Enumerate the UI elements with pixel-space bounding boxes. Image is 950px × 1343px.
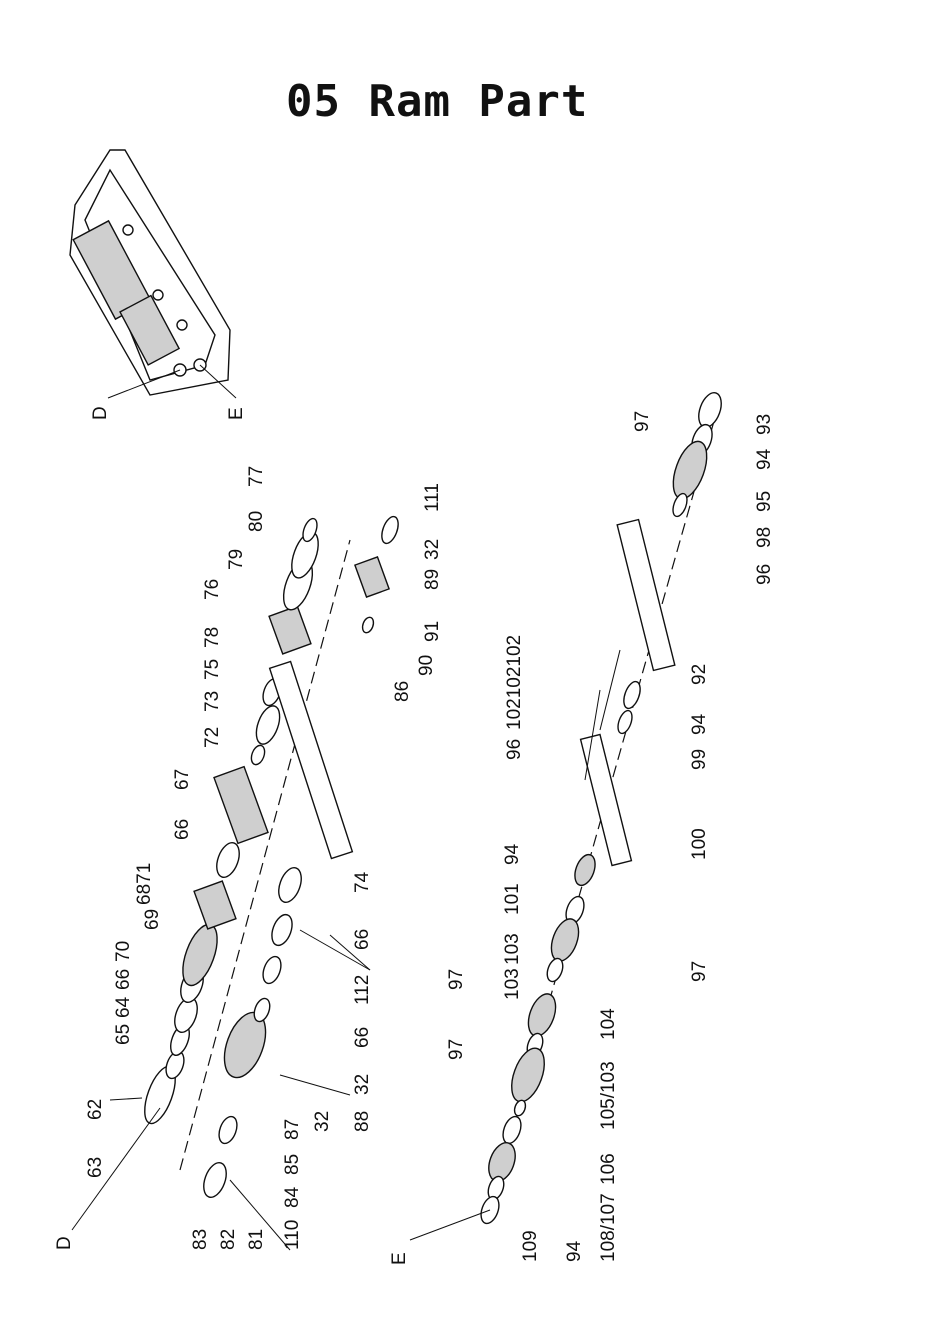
label-6871: 6871 bbox=[134, 863, 155, 905]
label-76: 76 bbox=[202, 579, 223, 600]
label-89: 89 bbox=[422, 569, 443, 590]
label-98: 98 bbox=[754, 527, 775, 548]
label-66-d: 66 bbox=[352, 929, 373, 950]
label-83: 83 bbox=[190, 1229, 211, 1250]
label-82: 82 bbox=[218, 1229, 239, 1250]
label-d: D bbox=[54, 1236, 75, 1250]
label-94-b: 94 bbox=[502, 843, 523, 865]
label-109: 109 bbox=[520, 1230, 541, 1262]
label-66-a: 66 bbox=[113, 969, 134, 990]
label-93: 93 bbox=[754, 414, 775, 435]
label-111: 111 bbox=[422, 483, 443, 512]
label-75: 75 bbox=[202, 659, 223, 680]
label-64: 64 bbox=[113, 996, 134, 1018]
left-assembly-parts bbox=[138, 514, 401, 1200]
label-92: 92 bbox=[689, 664, 710, 685]
label-90: 90 bbox=[416, 655, 437, 676]
label-99: 99 bbox=[689, 749, 710, 770]
label-110: 110 bbox=[282, 1220, 303, 1250]
label-97-d: 97 bbox=[632, 411, 653, 432]
label-112: 112 bbox=[352, 975, 373, 1005]
label-96-b: 96 bbox=[754, 564, 775, 585]
label-85: 85 bbox=[282, 1154, 303, 1175]
label-97-b: 97 bbox=[446, 1039, 467, 1060]
inset-label-e: E bbox=[226, 407, 247, 420]
label-101: 101 bbox=[502, 883, 523, 915]
label-102: 102102102 bbox=[504, 635, 525, 730]
label-66-b: 66 bbox=[172, 819, 193, 840]
label-e: E bbox=[389, 1252, 410, 1265]
label-95: 95 bbox=[754, 491, 775, 512]
label-67: 67 bbox=[172, 769, 193, 790]
label-78: 78 bbox=[202, 627, 223, 648]
label-97-c: 97 bbox=[689, 961, 710, 982]
label-70: 70 bbox=[113, 941, 134, 962]
label-86: 86 bbox=[392, 681, 413, 702]
label-74: 74 bbox=[352, 871, 373, 893]
label-84: 84 bbox=[282, 1186, 303, 1208]
label-87: 87 bbox=[282, 1119, 303, 1140]
label-69: 69 bbox=[142, 909, 163, 930]
label-62: 62 bbox=[85, 1099, 106, 1120]
label-81: 81 bbox=[246, 1229, 267, 1250]
label-96-a: 96 bbox=[504, 739, 525, 760]
part-number-labels: 62 63 65 64 66 70 69 6871 66 67 72 73 75… bbox=[54, 411, 775, 1265]
label-66-c: 66 bbox=[352, 1027, 373, 1048]
label-97-a: 97 bbox=[446, 969, 467, 990]
label-63: 63 bbox=[85, 1157, 106, 1178]
label-103-b: 103 bbox=[502, 933, 523, 965]
label-94-c: 94 bbox=[689, 713, 710, 735]
label-108-107: 108/107 bbox=[598, 1193, 619, 1262]
label-105-103: 105/103 bbox=[598, 1061, 619, 1130]
inset-label-d: D bbox=[90, 406, 111, 420]
label-106: 106 bbox=[598, 1153, 619, 1185]
label-91: 91 bbox=[422, 621, 443, 642]
label-79: 79 bbox=[226, 549, 247, 570]
leader-lines bbox=[72, 650, 620, 1250]
label-104: 104 bbox=[598, 1008, 619, 1040]
label-73: 73 bbox=[202, 691, 223, 712]
label-32-a: 32 bbox=[352, 1074, 373, 1095]
label-77: 77 bbox=[246, 466, 267, 487]
label-94-d: 94 bbox=[754, 448, 775, 470]
label-65: 65 bbox=[113, 1024, 134, 1045]
label-100: 100 bbox=[689, 828, 710, 860]
label-72: 72 bbox=[202, 727, 223, 748]
label-32-b: 32 bbox=[422, 539, 443, 560]
label-32-c: 32 bbox=[312, 1111, 333, 1132]
label-103-a: 103 bbox=[502, 968, 523, 1000]
label-88: 88 bbox=[352, 1111, 373, 1132]
label-94-a: 94 bbox=[564, 1240, 585, 1262]
inset-ram-housing: D E bbox=[70, 150, 247, 420]
label-80: 80 bbox=[246, 511, 267, 532]
